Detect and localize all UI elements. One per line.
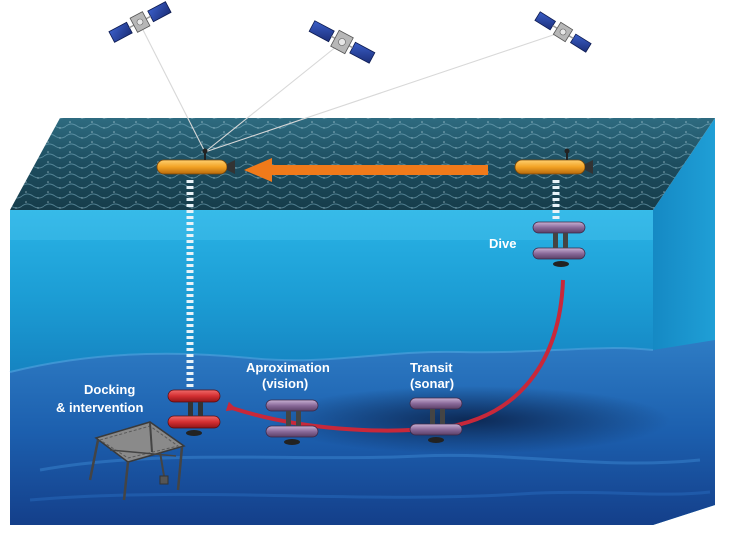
auv-icon (265, 399, 319, 445)
seabed-ridge (39, 453, 701, 472)
surface-transit-arrow (244, 158, 488, 182)
auv-icon (167, 389, 221, 436)
satellite-link-line (139, 23, 206, 153)
label-transit-line2: (sonar) (410, 376, 454, 391)
ocean-block (9, 118, 715, 525)
satellite-icon (308, 20, 376, 64)
label-approach-line2: (vision) (262, 376, 308, 391)
satellite-links (139, 23, 563, 153)
sea-surface-waves (10, 118, 715, 210)
auv-icon (156, 148, 235, 175)
auv-icon (409, 397, 463, 443)
label-approach-line1: Aproximation (246, 360, 330, 375)
satellite-link-line (204, 31, 563, 153)
satellite-link-line (204, 41, 343, 153)
auv-icon (532, 221, 586, 267)
label-transit-line1: Transit (410, 360, 453, 375)
label-dive: Dive (489, 236, 516, 251)
label-docking-line1: Docking (84, 382, 135, 397)
satellite-icon (534, 11, 592, 53)
label-docking-line2: & intervention (56, 400, 143, 415)
auv-icon (514, 148, 593, 175)
satellite-icon (108, 1, 172, 43)
docking-station-icon (88, 421, 186, 501)
seabed-dune (9, 347, 654, 373)
seabed-ridge (29, 490, 711, 502)
